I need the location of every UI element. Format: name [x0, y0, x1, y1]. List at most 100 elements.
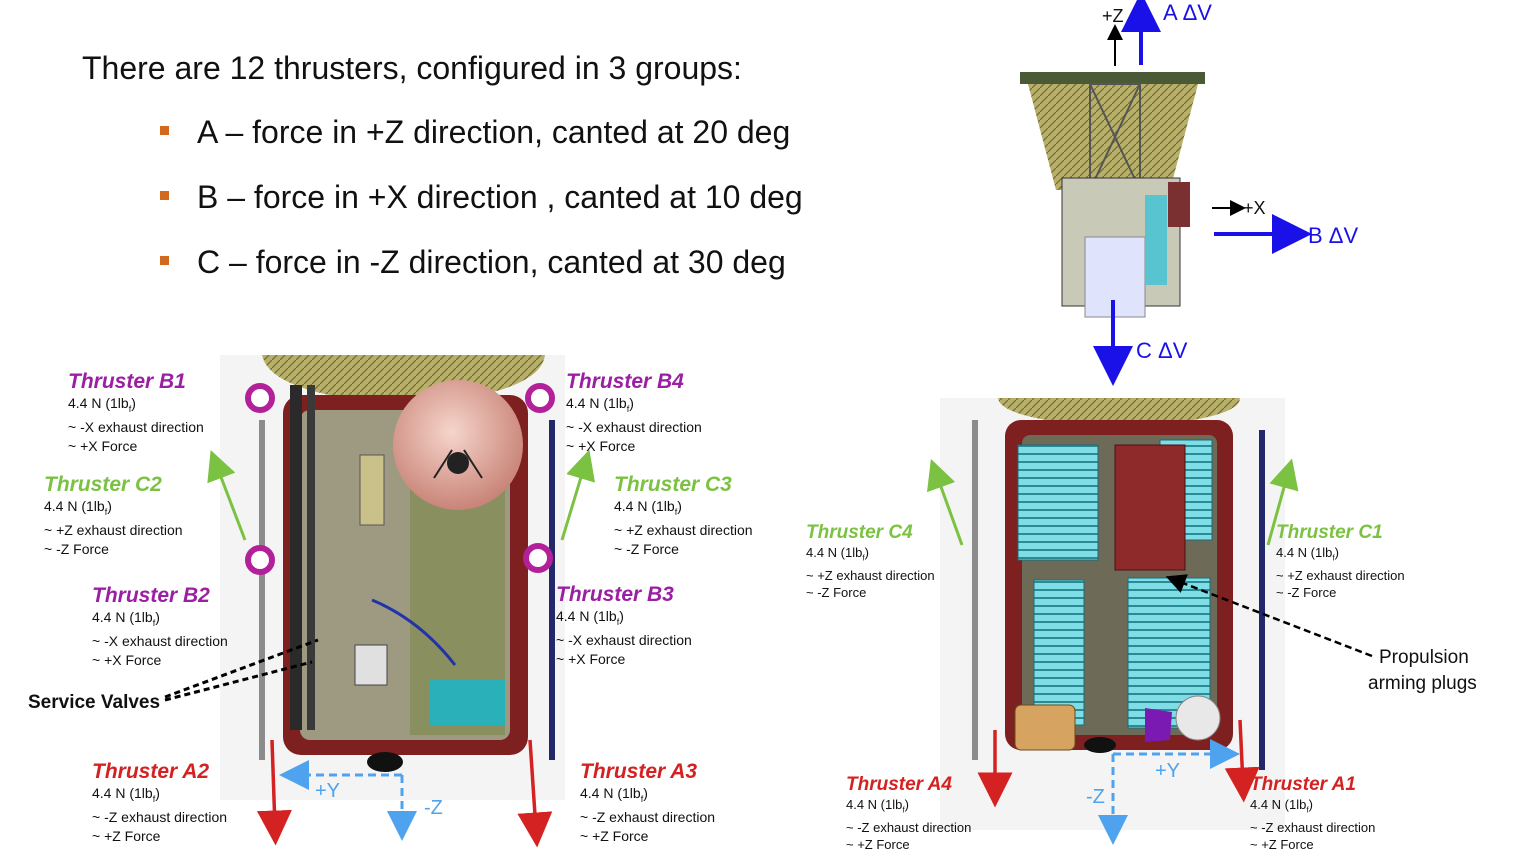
- thruster-b2-direction: ~ +X Force: [92, 651, 162, 668]
- thruster-a4-force: 4.4 N (1lbf): [846, 797, 909, 815]
- thruster-c4-exhaust: ~ +Z exhaust direction: [806, 567, 935, 583]
- thruster-c3-force: 4.4 N (1lbf): [614, 498, 682, 517]
- thruster-a1-force: 4.4 N (1lbf): [1250, 797, 1313, 815]
- thruster-b2-name: Thruster B2: [92, 584, 210, 607]
- thruster-b4-ring: [525, 383, 555, 413]
- thruster-c4-name: Thruster C4: [806, 522, 913, 543]
- bullet-b-text: B – force in +X direction , canted at 10…: [197, 179, 803, 215]
- intro-text: There are 12 thrusters, configured in 3 …: [82, 50, 742, 86]
- thruster-a3-label: Thruster A3 4.4 N (1lbf) ~ -Z exhaust di…: [580, 760, 715, 845]
- thruster-c3-direction: ~ -Z Force: [614, 540, 679, 557]
- thruster-a3-force: 4.4 N (1lbf): [580, 785, 648, 804]
- plus-z-label: +Z: [1102, 6, 1124, 26]
- thruster-a2-label: Thruster A2 4.4 N (1lbf) ~ -Z exhaust di…: [92, 760, 227, 845]
- thruster-b2-ring: [245, 545, 275, 575]
- right-tank: [1014, 704, 1076, 751]
- thruster-c2-name: Thruster C2: [44, 473, 162, 496]
- top-radiator: [1168, 182, 1190, 227]
- left-electronics-box: [359, 454, 385, 526]
- thruster-b3-direction: ~ +X Force: [556, 650, 626, 667]
- thruster-b1-name: Thruster B1: [68, 370, 186, 393]
- thruster-a1-label: Thruster A1 4.4 N (1lbf) ~ -Z exhaust di…: [1250, 774, 1375, 853]
- left-plumbing: [430, 680, 505, 725]
- thruster-a1-name: Thruster A1: [1250, 774, 1356, 795]
- propulsion-plugs-callout-line2: arming plugs: [1368, 673, 1477, 694]
- thruster-b3-label: Thruster B3 4.4 N (1lbf) ~ -X exhaust di…: [556, 583, 692, 668]
- thruster-c4-force: 4.4 N (1lbf): [806, 545, 869, 563]
- thruster-b4-name: Thruster B4: [566, 370, 684, 393]
- right-spacecraft-illustration: [940, 398, 1285, 830]
- thruster-a4-exhaust: ~ -Z exhaust direction: [846, 819, 972, 835]
- thruster-b4-direction: ~ +X Force: [566, 437, 636, 454]
- bullet-c: C – force in -Z direction, canted at 30 …: [160, 244, 786, 281]
- bullet-c-text: C – force in -Z direction, canted at 30 …: [197, 244, 786, 280]
- louver-panel-2: [1033, 579, 1085, 726]
- service-valves-leader-2: [164, 660, 313, 702]
- thruster-c2-force: 4.4 N (1lbf): [44, 498, 112, 517]
- thruster-c4-arrow: [926, 458, 964, 546]
- thruster-b1-label: Thruster B1 4.4 N (1lbf) ~ -X exhaust di…: [68, 370, 204, 455]
- thruster-a2-name: Thruster A2: [92, 760, 210, 783]
- service-valves-leader-1: [164, 638, 319, 699]
- left-minus-z-label: -Z: [424, 797, 443, 819]
- thruster-c1-label: Thruster C1 4.4 N (1lbf) ~ +Z exhaust di…: [1276, 522, 1405, 601]
- thruster-b2-exhaust: ~ -X exhaust direction: [92, 633, 228, 650]
- thruster-b1-direction: ~ +X Force: [68, 437, 138, 454]
- louver-panel-1: [1017, 444, 1099, 561]
- left-strut-tube-2: [307, 385, 315, 730]
- antenna-struts: [433, 449, 483, 479]
- top-shield-struts: [1028, 84, 1198, 190]
- high-gain-antenna-dish: [393, 380, 523, 510]
- top-spacecraft-illustration: [1020, 72, 1205, 318]
- bullet-a-text: A – force in +Z direction, canted at 20 …: [197, 114, 791, 150]
- thruster-c2-exhaust: ~ +Z exhaust direction: [44, 522, 183, 539]
- thruster-c1-name: Thruster C1: [1276, 522, 1383, 543]
- thruster-a2-direction: ~ +Z Force: [92, 827, 161, 844]
- bullet-a: A – force in +Z direction, canted at 20 …: [160, 114, 790, 151]
- thruster-a2-force: 4.4 N (1lbf): [92, 785, 160, 804]
- thruster-a4-name: Thruster A4: [846, 774, 952, 795]
- thruster-a2-arrow: [256, 739, 292, 846]
- propulsion-plugs-leader: [1165, 574, 1373, 658]
- left-strut-tube: [290, 385, 302, 730]
- thruster-b4-exhaust: ~ -X exhaust direction: [566, 419, 702, 436]
- thruster-b3-name: Thruster B3: [556, 583, 674, 606]
- thruster-a3-arrow: [517, 739, 553, 848]
- thruster-a1-arrow: [1224, 719, 1260, 803]
- top-louver: [1145, 195, 1167, 285]
- thruster-a4-label: Thruster A4 4.4 N (1lbf) ~ -Z exhaust di…: [846, 774, 971, 853]
- thruster-b3-ring: [523, 543, 553, 573]
- thruster-b4-force: 4.4 N (1lbf): [566, 395, 634, 414]
- thruster-c1-exhaust: ~ +Z exhaust direction: [1276, 567, 1405, 583]
- thruster-c4-label: Thruster C4 4.4 N (1lbf) ~ +Z exhaust di…: [806, 522, 935, 601]
- left-prop-line: [371, 598, 457, 666]
- left-spacecraft-illustration: [220, 355, 565, 800]
- thruster-b1-exhaust: ~ -X exhaust direction: [68, 419, 204, 436]
- thruster-b3-exhaust: ~ -X exhaust direction: [556, 632, 692, 649]
- thruster-a3-direction: ~ +Z Force: [580, 827, 649, 844]
- thruster-c1-force: 4.4 N (1lbf): [1276, 545, 1339, 563]
- right-white-unit: [1175, 695, 1221, 741]
- thruster-c2-arrow: [207, 449, 247, 541]
- c-dv-label: C ΔV: [1136, 338, 1188, 363]
- left-nozzle: [367, 752, 403, 772]
- plus-x-label: +X: [1243, 198, 1266, 218]
- right-plus-y-label: +Y: [1155, 760, 1181, 782]
- right-radiator-box: [1114, 444, 1186, 571]
- a-dv-label: A ΔV: [1163, 0, 1212, 25]
- thruster-c2-label: Thruster C2 4.4 N (1lbf) ~ +Z exhaust di…: [44, 473, 183, 558]
- thruster-a4-direction: ~ +Z Force: [846, 836, 910, 852]
- right-purple-unit: [1145, 708, 1172, 742]
- thruster-a1-direction: ~ +Z Force: [1250, 836, 1314, 852]
- thruster-c1-arrow: [1266, 458, 1299, 546]
- left-plus-y-label: +Y: [315, 780, 341, 802]
- thruster-c4-direction: ~ -Z Force: [806, 584, 867, 600]
- thruster-b1-force: 4.4 N (1lbf): [68, 395, 136, 414]
- thruster-c3-exhaust: ~ +Z exhaust direction: [614, 522, 753, 539]
- thruster-c1-direction: ~ -Z Force: [1276, 584, 1337, 600]
- right-minus-z-label: -Z: [1086, 786, 1105, 808]
- thruster-a2-exhaust: ~ -Z exhaust direction: [92, 809, 228, 826]
- thruster-a3-exhaust: ~ -Z exhaust direction: [580, 809, 716, 826]
- thruster-b2-force: 4.4 N (1lbf): [92, 609, 160, 628]
